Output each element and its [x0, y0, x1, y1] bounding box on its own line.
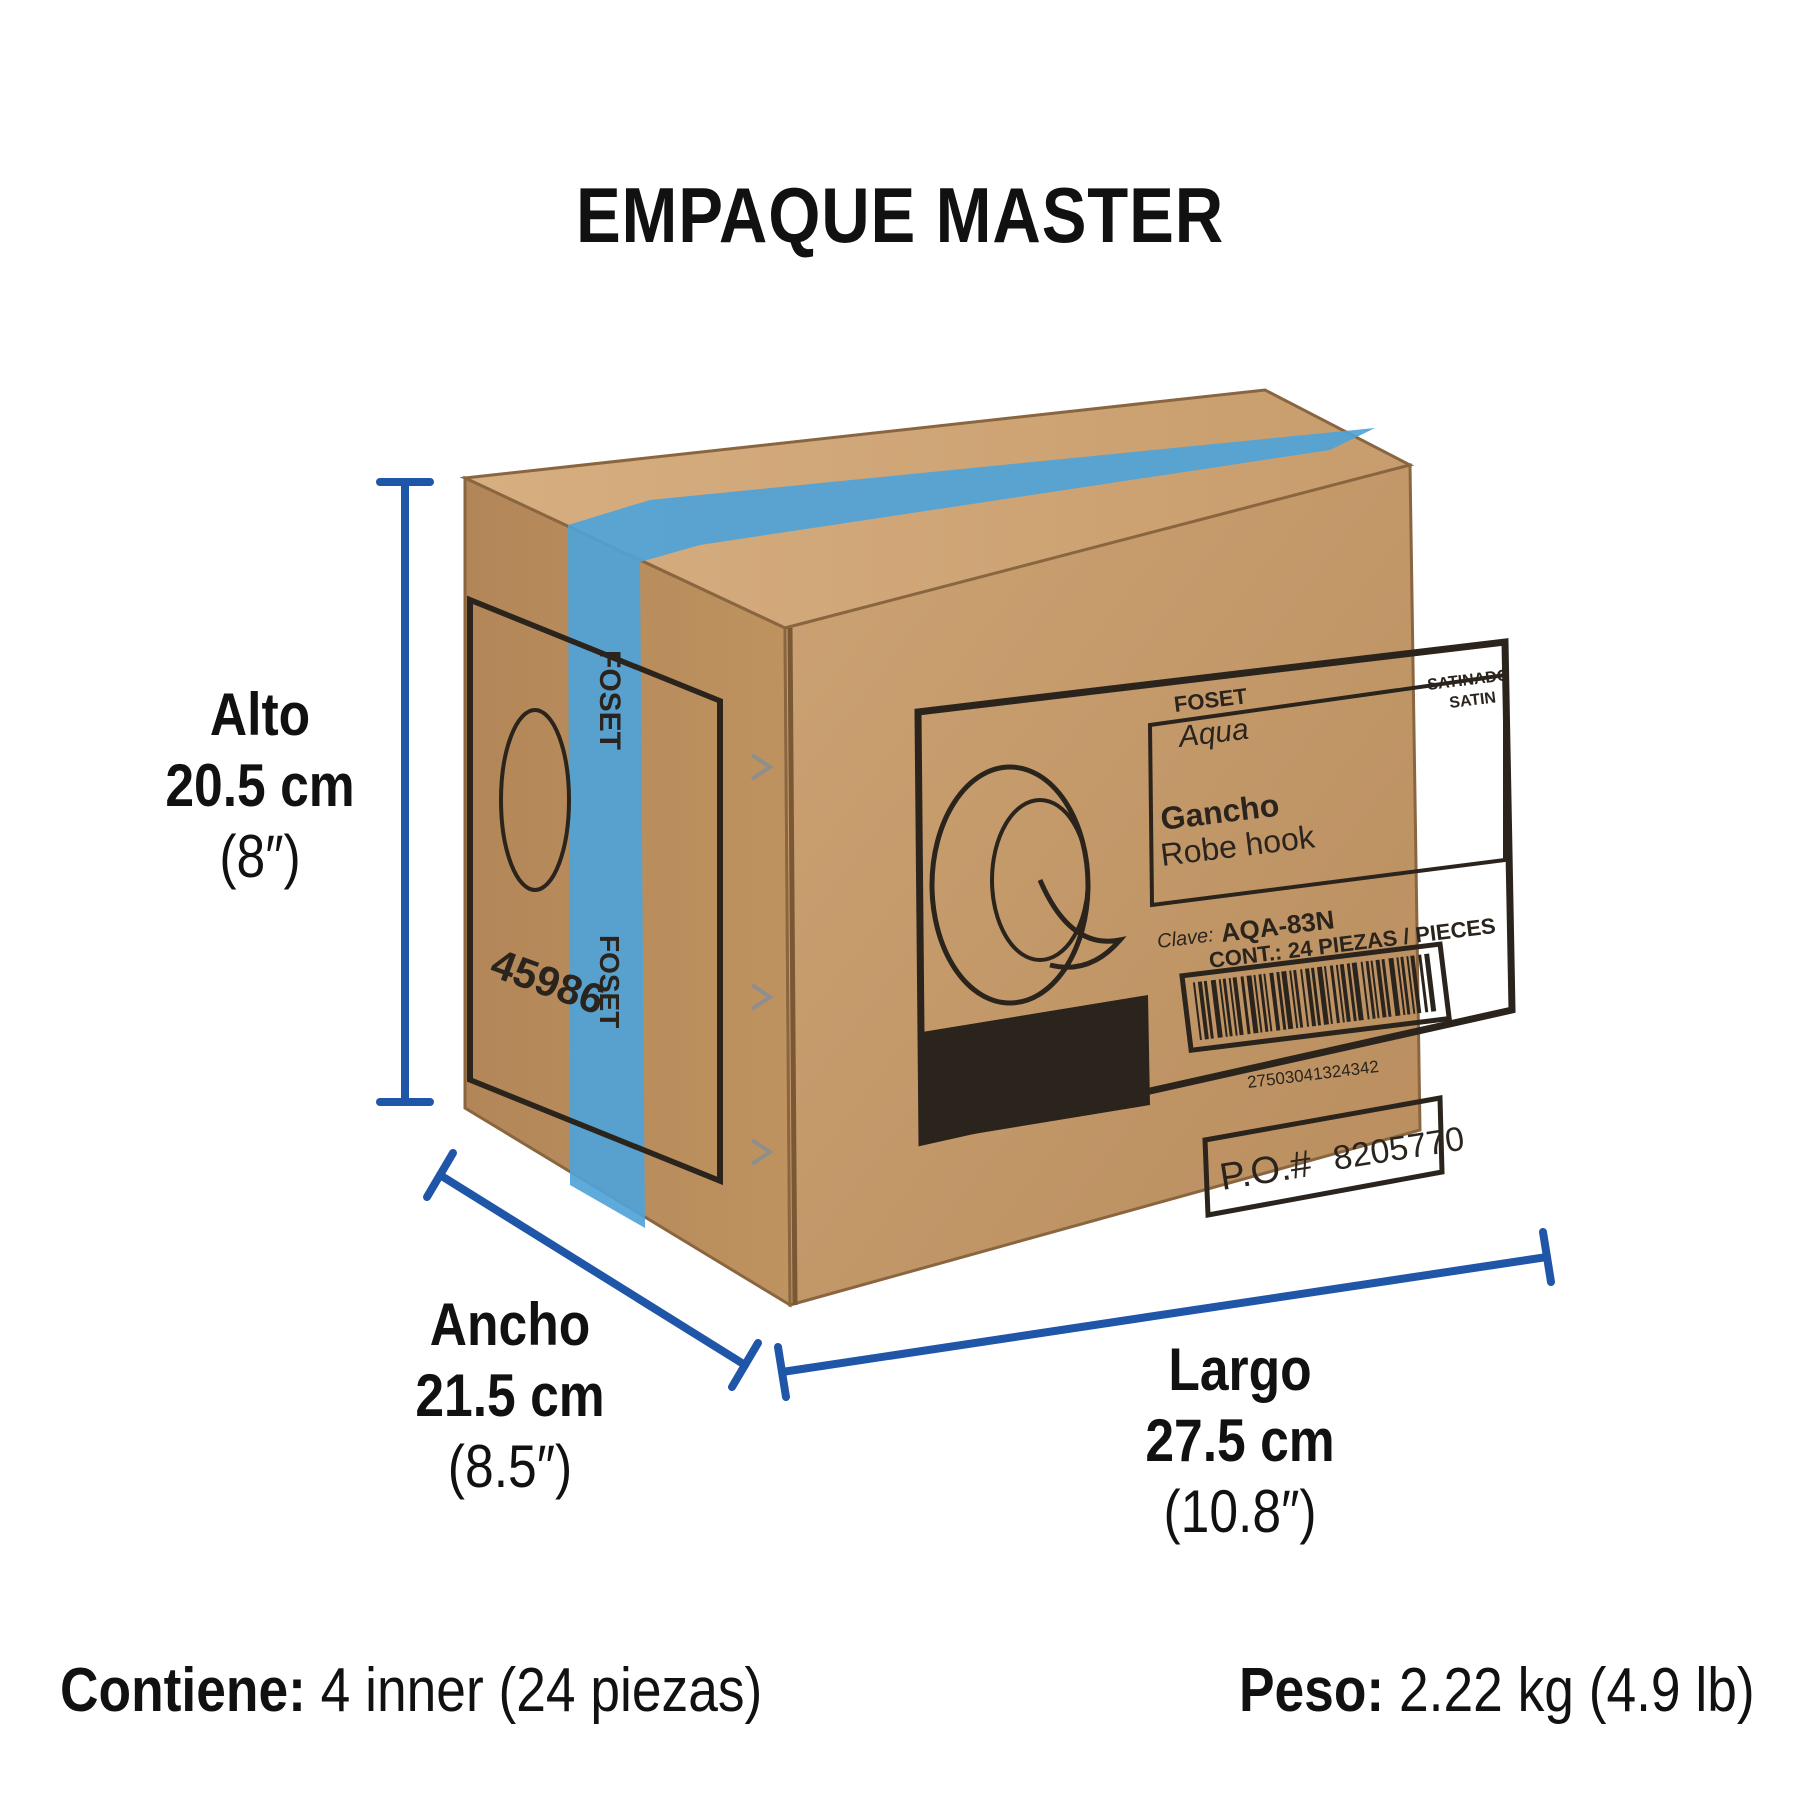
- contents-label: Contiene:: [60, 1656, 306, 1725]
- alto-imperial: (8″): [219, 822, 301, 890]
- largo-metric: 27.5 cm: [1145, 1406, 1335, 1474]
- weight-value: 2.22 kg (4.9 lb): [1399, 1656, 1755, 1725]
- packing-tape-top: [568, 428, 1375, 562]
- label-finish-en: SATIN: [1448, 689, 1497, 712]
- dimension-ancho: Ancho 21.5 cm (8.5″): [398, 1290, 622, 1502]
- staples: [750, 753, 774, 1166]
- ancho-label: Ancho: [429, 1291, 591, 1358]
- dimension-lines: [376, 478, 1555, 1401]
- alto-metric: 20.5 cm: [165, 751, 355, 819]
- label-finish-es: SATINADO: [1426, 667, 1510, 694]
- weight-info: Peso: 2.22 kg (4.9 lb): [1239, 1655, 1755, 1726]
- ancho-imperial: (8.5″): [447, 1432, 573, 1500]
- barcode: [1179, 941, 1452, 1054]
- packing-tape-side: [568, 525, 645, 1228]
- weight-label: Peso:: [1239, 1656, 1385, 1725]
- largo-dimension-line: [778, 1253, 1551, 1376]
- page-title: EMPAQUE MASTER: [575, 171, 1225, 259]
- contents-info: Contiene: 4 inner (24 piezas): [60, 1655, 762, 1726]
- dimension-largo: Largo 27.5 cm (10.8″): [1128, 1335, 1352, 1547]
- dimension-alto: Alto 20.5 cm (8″): [140, 680, 381, 892]
- tape-brand-text: FOSET: [593, 650, 626, 750]
- largo-imperial: (10.8″): [1163, 1477, 1317, 1545]
- alto-label: Alto: [209, 681, 311, 748]
- ancho-dimension-line: [436, 1171, 749, 1369]
- contents-value: 4 inner (24 piezas): [320, 1656, 763, 1725]
- tape-brand-text-2: FOSET: [594, 935, 625, 1028]
- ancho-metric: 21.5 cm: [415, 1361, 605, 1429]
- largo-label: Largo: [1168, 1336, 1312, 1403]
